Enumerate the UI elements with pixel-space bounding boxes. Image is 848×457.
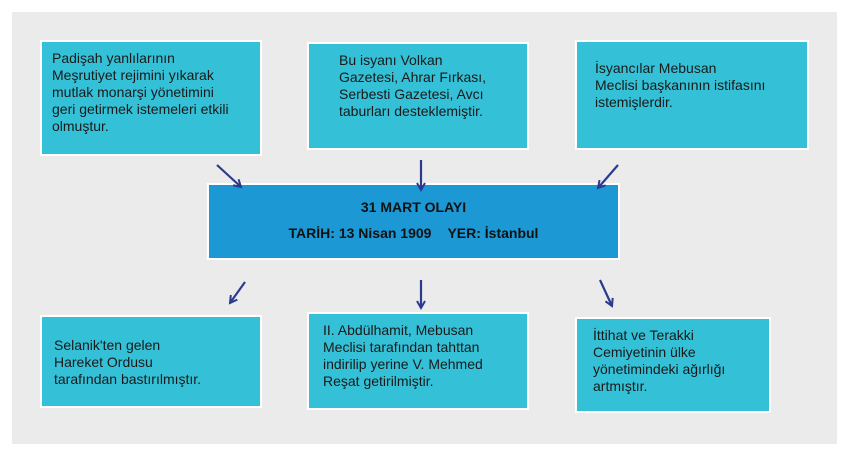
arrow-cause-3 [598,164,619,188]
event-center-box: 31 MART OLAYI TARİH: 13 Nisan 1909 YER: İ… [207,183,620,260]
cause-box-1: Padişah yanlılarının Meşrutiyet rejimini… [40,40,262,156]
event-title: 31 MART OLAYI [360,199,467,215]
cause-text-3: İsyancılar Mebusan Meclisi başkanının is… [595,60,766,110]
cause-text-2: Bu isyanı Volkan Gazetesi, Ahrar Fırkası… [339,52,487,119]
event-details: TARİH: 13 Nisan 1909 YER: İstanbul [209,225,618,241]
arrow-result-3 [599,279,612,306]
result-text-3: İttihat ve Terakki Cemiyetinin ülke yöne… [593,327,726,394]
arrow-result-1 [230,281,246,303]
event-date: TARİH: 13 Nisan 1909 [288,225,432,241]
result-box-3: İttihat ve Terakki Cemiyetinin ülke yöne… [575,317,771,413]
cause-box-2: Bu isyanı Volkan Gazetesi, Ahrar Fırkası… [307,42,529,150]
event-place: YER: İstanbul [447,225,539,241]
result-text-1: Selanik'ten gelen Hareket Ordusu tarafın… [54,337,202,387]
cause-box-3: İsyancılar Mebusan Meclisi başkanının is… [575,40,809,150]
result-text-2: II. Abdülhamit, Mebusan Meclisi tarafınd… [323,322,483,389]
result-box-1: Selanik'ten gelen Hareket Ordusu tarafın… [40,315,262,408]
cause-text-1: Padişah yanlılarının Meşrutiyet rejimini… [52,50,229,134]
arrow-cause-1 [216,164,241,187]
result-box-2: II. Abdülhamit, Mebusan Meclisi tarafınd… [307,312,529,410]
